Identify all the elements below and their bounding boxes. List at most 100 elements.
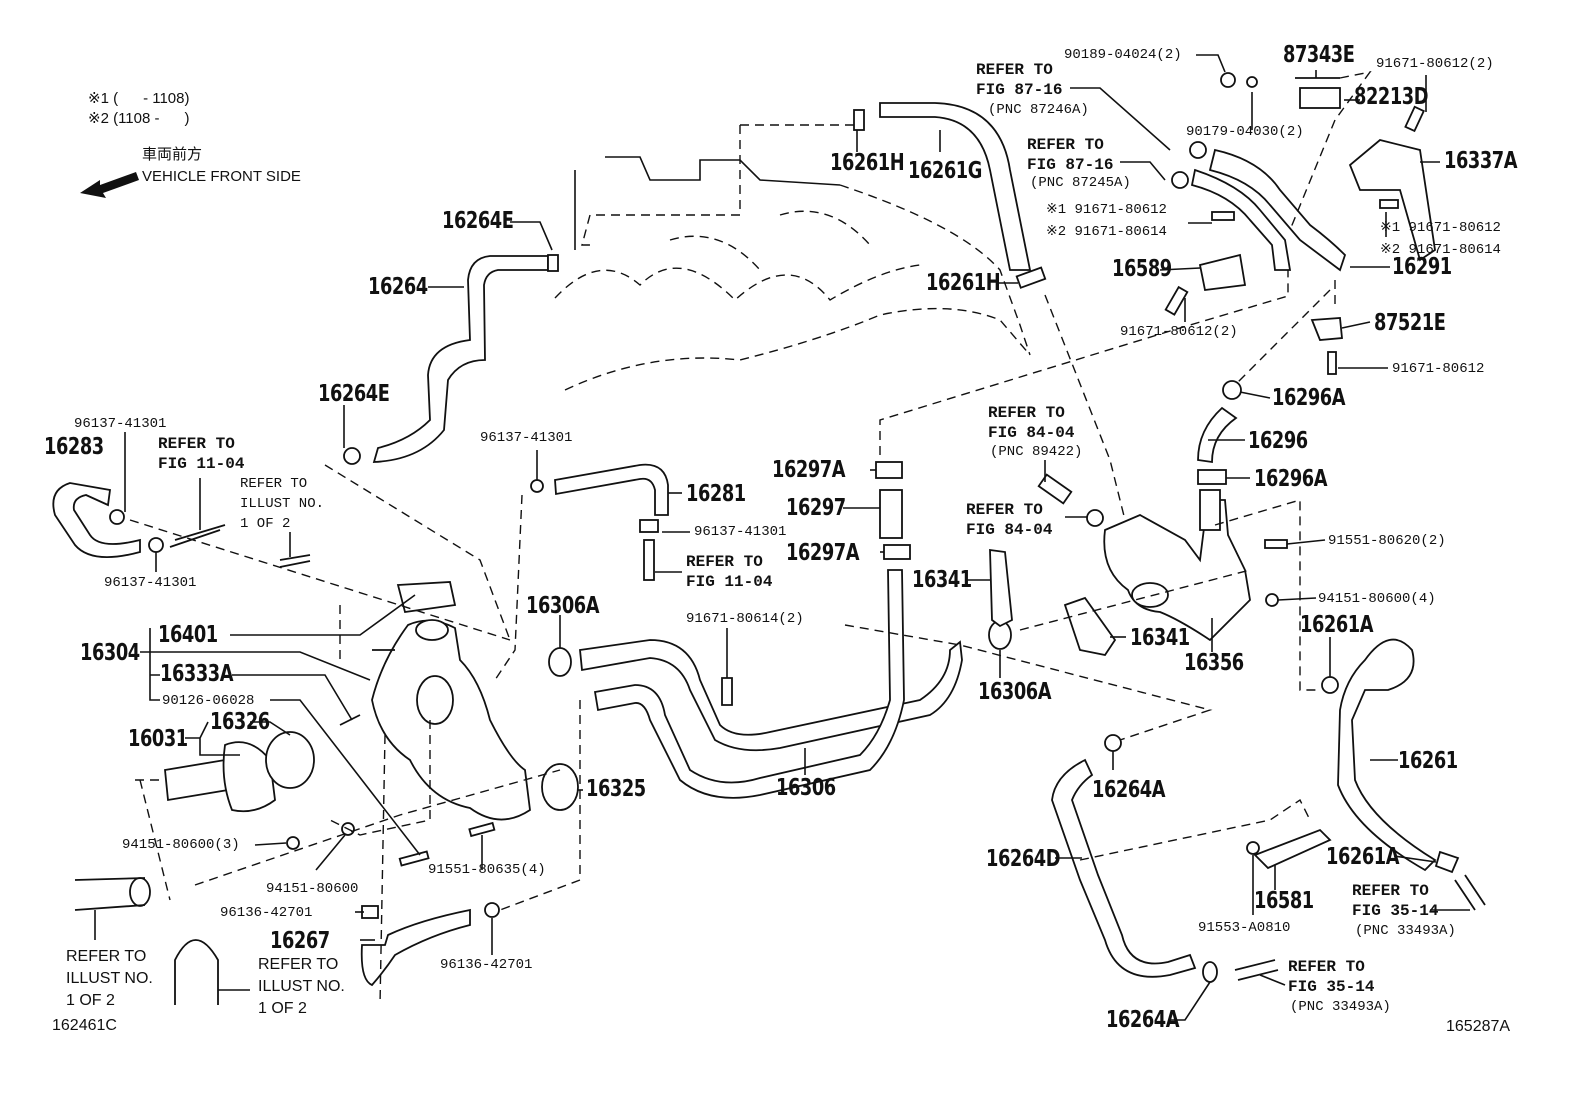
label-16031: 16031 [128,726,188,752]
label-96136-42701-b: 96136-42701 [440,957,533,973]
label-16306a-top: 16306A [526,593,600,619]
vehicle-front-jp: 車両前方 [142,146,203,163]
hose-16264 [372,255,549,463]
label-94151-80600-3: 94151-80600(3) [122,837,240,853]
label-16297a-bot: 16297A [786,540,860,566]
label-16337a: 16337A [1444,148,1518,174]
label-16261h-top: 16261H [830,150,905,176]
label-16341-top: 16341 [912,567,972,593]
clamp-16264a-bot [1202,961,1218,983]
bracket-16337a [1348,139,1436,262]
hose-16281 [554,463,669,516]
label-16261a-top: 16261A [1300,612,1374,638]
label-90189-04024: 90189-04024(2) [1064,47,1182,63]
label-16264: 16264 [368,274,428,300]
label-16325: 16325 [586,776,646,802]
gasket-16306a-left [548,647,572,677]
pipe-illust-c [174,939,219,1005]
pipe-16291-branch [1190,168,1292,271]
clamp-16297a-top [875,461,903,479]
label-96137-41301-b: 96137-41301 [480,430,573,446]
label-16581: 16581 [1254,888,1314,914]
vehicle-front-arrow-icon [80,172,139,198]
bolt-alt-left [1211,211,1235,221]
hose-16297 [879,489,903,539]
bolt-91671-80614 [721,677,733,706]
label-16264a-bot: 16264A [1106,1007,1180,1033]
label-96136-42701-a: 96136-42701 [220,905,313,921]
sensor-82213d [1299,87,1341,109]
nut-94151-4 [1265,593,1279,607]
gasket-16341-mid [1063,596,1117,657]
hose-end-87-16-a [1189,141,1207,159]
clamp-16264a-top [1104,734,1122,752]
label-16326: 16326 [210,709,270,735]
hose-16264d [1051,758,1197,978]
label-16264e-mid: 16264E [318,381,390,407]
label-96137-41301-d: 96137-41301 [104,575,197,591]
label-90126-06028: 90126-06028 [162,693,255,709]
clamp-16297a-bot [883,544,911,560]
nut-90189 [1220,72,1236,88]
label-16306: 16306 [776,775,836,801]
label-82213d: 82213D [1354,84,1429,110]
ref-fig-87-16-a-pnc: (PNC 87246A) [988,102,1089,118]
pipe-16291 [1208,148,1347,272]
bolt-87521e [1327,351,1337,375]
ref-fig-35-14-a: REFER TO FIG 35-14 [1352,882,1439,920]
label-16401: 16401 [158,622,218,648]
label-alt-right-2: ※2 91671-80614 [1380,242,1501,258]
engine-outline [554,124,1031,391]
label-94151-80600: 94151-80600 [266,881,359,897]
hose-16261 [1337,638,1437,872]
label-16283: 16283 [44,434,104,460]
figure-id-right: 165287A [1446,1018,1511,1035]
note-1: ※1 ( - 1108) [88,90,190,107]
label-96137-41301-c: 96137-41301 [694,524,787,540]
clamp-96136-a [361,905,379,919]
water-outlet-16356 [1103,489,1251,642]
label-16297a-top: 16297A [772,457,846,483]
clamp-96137-d [639,519,659,533]
fitting-11-04 [643,539,655,581]
ref-fig-87-16-a: REFER TO FIG 87-16 [976,61,1063,99]
pipe-16306 [579,569,963,799]
washer-90179 [1246,76,1258,88]
bolt-91551-80620 [1264,539,1288,549]
label-16333a: 16333A [160,661,234,687]
clamp-16296a-top [1222,380,1242,400]
ref-fig-11-04-b: REFER TO FIG 11-04 [686,553,773,591]
label-87343e: 87343E [1283,42,1355,68]
ref-fig-11-04-a: REFER TO FIG 11-04 [158,435,245,473]
gasket-16341-top [989,548,1013,628]
nut-94151-3 [286,836,300,850]
hose-16267 [360,908,471,987]
label-16261g: 16261G [908,158,982,184]
label-91551-80635: 91551-80635(4) [428,862,546,878]
pipe-35-14-b [1234,959,1279,981]
label-94151-80600-4: 94151-80600(4) [1318,591,1436,607]
label-16264e-top: 16264E [442,208,514,234]
clamp-16261a-top [1321,676,1339,694]
label-91551-80620: 91551-80620(2) [1328,533,1446,549]
vehicle-front-en: VEHICLE FRONT SIDE [142,168,301,185]
ref-fig-87-16-b-pnc: (PNC 87245A) [1030,175,1131,191]
clamp-16264e-mid [343,447,361,465]
label-16356: 16356 [1184,650,1244,676]
label-16296: 16296 [1248,428,1308,454]
assembly-dashed-lines [129,70,1372,1006]
label-16261a-bot: 16261A [1326,844,1400,870]
clamp-96136-b [484,902,500,918]
clamp-96137-a [109,509,125,525]
ref-fig-35-14-a-pnc: (PNC 33493A) [1355,923,1456,939]
label-16267: 16267 [270,928,330,954]
bracket-87521e [1310,317,1343,341]
ref-fig-87-16-b: REFER TO FIG 87-16 [1027,136,1114,174]
stud-90126 [398,850,430,867]
clamp-16261h-top [853,109,865,131]
pipe-fitting [169,524,226,548]
label-91671-80612-2-top: 91671-80612(2) [1376,56,1494,72]
sensor-84-04 [1037,473,1073,505]
